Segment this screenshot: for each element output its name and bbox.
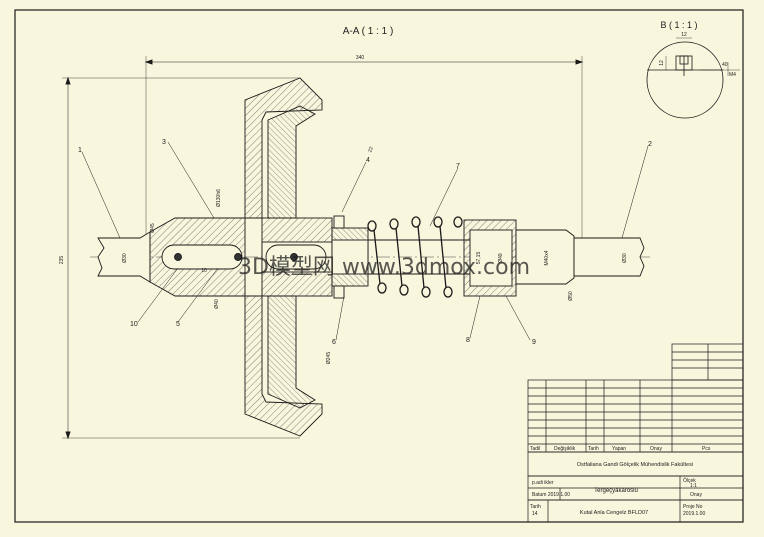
- spring-top-coils: [367, 216, 463, 298]
- dim-l10: 10: [201, 268, 207, 274]
- header-label-onay: Onay: [650, 446, 662, 452]
- sheet-border: [14, 9, 744, 523]
- assembly-section-view: [62, 56, 650, 440]
- part-number-1: 1: [78, 147, 82, 154]
- part-number-6: 6: [332, 339, 336, 346]
- dim-d50: Ø50: [568, 291, 574, 301]
- section-view-label: A-A ( 1 : 1 ): [343, 26, 394, 37]
- sheet-label: Onay: [690, 492, 702, 498]
- dim-d245: Ø245: [326, 352, 332, 364]
- title-block-text: Tadil Değişiklik Tarih Yapan Onay Pcs Os…: [530, 446, 711, 517]
- dim-d130: Ø130h6: [216, 189, 222, 207]
- dim-overall-length: 340: [356, 55, 365, 61]
- detail-dim-left: 12: [659, 60, 665, 66]
- dim-d30-right: Ø30: [622, 253, 628, 263]
- header-label-tarih: Tarih: [588, 446, 599, 452]
- dim-d49: Ø49: [498, 253, 504, 263]
- watermark: 3D模型网 www.3dmox.com: [238, 255, 530, 280]
- project-label: p.adi ikler: [532, 480, 554, 486]
- part-number-10: 10: [130, 321, 138, 328]
- drawing-title: Tergeçyakaroslu: [594, 488, 638, 494]
- part-number-2: 2: [648, 141, 652, 148]
- detail-dimension-labels: 12 12 40 M4: [659, 32, 736, 78]
- part-number-7: 7: [456, 163, 460, 170]
- detail-view-b: [646, 37, 740, 119]
- dimension-labels: 340 235 Ø30 Ø30 Ø45 Ø130h6 Ø245 M40x4 Ø4…: [59, 55, 628, 364]
- header-label-pcs: Pcs: [702, 446, 711, 452]
- scale-label: Ölçek: [683, 477, 696, 484]
- header-label-yapan: Yapan: [612, 446, 626, 452]
- part-number-3: 3: [162, 139, 166, 146]
- dim-overall-height: 235: [59, 256, 65, 265]
- number-value: 2019.1.00: [683, 511, 705, 517]
- doc-label: Tarih: [530, 504, 541, 510]
- dim-d57: 57,15: [476, 252, 482, 265]
- part-number-5: 5: [176, 321, 180, 328]
- part-number-8: 8: [466, 337, 470, 344]
- detail-dim-right: 40: [722, 62, 728, 68]
- dim-l22: 22: [367, 146, 375, 153]
- author-name: Kutal Anla Cengelz BFLD07: [580, 510, 648, 516]
- dim-d40: Ø40: [214, 299, 220, 309]
- detail-dim-small: M4: [729, 72, 736, 78]
- part-number-4: 4: [366, 157, 370, 164]
- part-number-9: 9: [532, 339, 536, 346]
- title-block: [527, 343, 744, 523]
- dim-m40: M40x4: [544, 250, 550, 265]
- institution-name: Ostfaliana Gandi Gölçelik Mühendislik Fa…: [577, 462, 693, 468]
- part-number-labels: 1 3 4 7 2 10 5 6 8 9: [78, 139, 652, 346]
- header-label-degisiklik: Değişiklik: [554, 446, 576, 452]
- sheet-number: 14: [532, 511, 538, 517]
- detail-view-label: B ( 1 : 1 ): [660, 20, 697, 30]
- dim-d30-left: Ø30: [122, 253, 128, 263]
- detail-dim-top: 12: [681, 32, 687, 38]
- number-label: Proje No: [683, 504, 703, 510]
- scale-value: 1:1: [690, 483, 697, 489]
- dim-d45: Ø45: [150, 223, 156, 233]
- header-label-tadil: Tadil: [530, 446, 540, 452]
- date-field: Batum 2019.1.00: [532, 492, 570, 498]
